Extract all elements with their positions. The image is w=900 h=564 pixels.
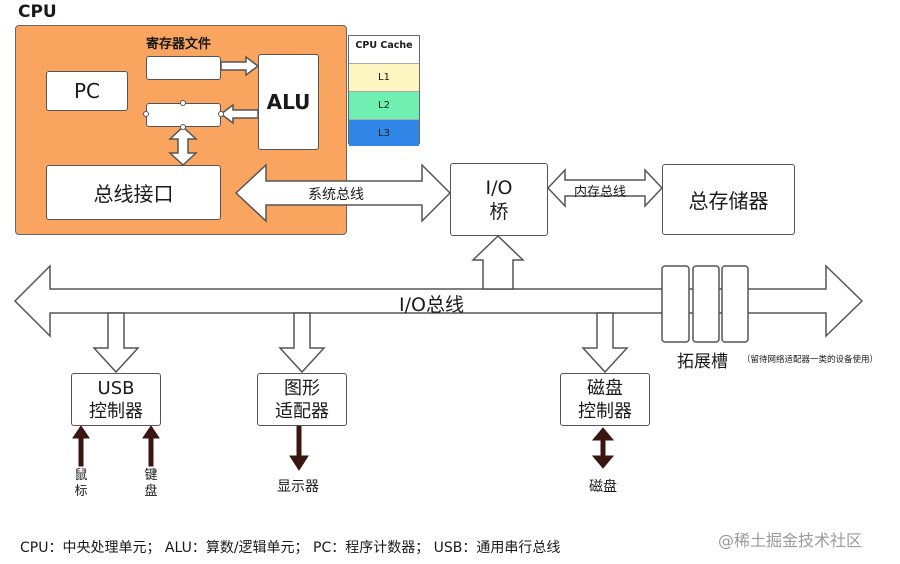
register-dot-right xyxy=(218,111,224,117)
bus-to-disk-arrow xyxy=(581,312,629,374)
cache-l3: L3 xyxy=(349,119,419,146)
reg-to-alu-arrow xyxy=(220,55,260,77)
graphics-adapter-line2: 适配器 xyxy=(275,400,329,422)
bus-to-graphics-arrow xyxy=(278,312,326,374)
expansion-slot-1 xyxy=(661,265,690,343)
io-bridge: I/O 桥 xyxy=(450,163,548,236)
cache-l2: L2 xyxy=(349,91,419,119)
expansion-slot-2 xyxy=(692,265,720,343)
disk-controller-line1: 磁盘 xyxy=(587,377,623,399)
register-file-label: 寄存器文件 xyxy=(146,37,212,52)
usb-controller-line2: 控制器 xyxy=(89,400,143,422)
io-bus-arrow xyxy=(13,264,864,338)
usb-controller: USB 控制器 xyxy=(71,373,161,426)
cache-l2-label: L2 xyxy=(378,100,390,111)
monitor-label: 显示器 xyxy=(277,479,319,495)
main-memory-label: 总存储器 xyxy=(688,189,769,213)
keyboard-label: 键盘 xyxy=(144,468,158,499)
io-bridge-line2: 桥 xyxy=(489,200,509,223)
bus-to-usb-arrow xyxy=(92,312,140,374)
io-bus-label: I/O总线 xyxy=(399,294,464,316)
register-dot-top xyxy=(180,100,186,106)
graphics-adapter-line1: 图形 xyxy=(284,377,320,399)
cache-l3-label: L3 xyxy=(378,127,390,139)
usb-controller-line1: USB xyxy=(97,377,135,399)
reg-bus-interface-arrow xyxy=(168,125,198,167)
memory-bus-label: 内存总线 xyxy=(574,185,627,200)
disk-arrow xyxy=(591,427,615,469)
graphics-adapter: 图形 适配器 xyxy=(257,373,347,426)
pc-register: PC xyxy=(46,71,128,111)
bus-interface: 总线接口 xyxy=(46,165,221,220)
register-dot-bottom xyxy=(180,124,186,130)
cpu-cache: CPU Cache L1 L2 L3 xyxy=(348,35,420,146)
system-bus-label: 系统总线 xyxy=(308,187,364,203)
cache-title: CPU Cache xyxy=(355,40,413,51)
cache-l1: L1 xyxy=(349,63,419,91)
disk-controller: 磁盘 控制器 xyxy=(560,373,650,426)
io-bus-to-bridge-arrow xyxy=(471,234,525,290)
expansion-slot-label: 拓展槽 xyxy=(677,352,728,372)
pc-label: PC xyxy=(73,79,101,103)
keyboard-arrow xyxy=(142,425,160,467)
mouse-arrow xyxy=(72,425,90,467)
watermark: @稀土掘金技术社区 xyxy=(718,531,863,550)
disk-label: 磁盘 xyxy=(589,479,617,495)
legend-text: CPU：中央处理单元； ALU：算数/逻辑单元； PC：程序计数器； USB：通… xyxy=(20,540,561,556)
cache-l1-label: L1 xyxy=(378,72,390,83)
io-bridge-line1: I/O xyxy=(485,176,513,199)
bus-interface-label: 总线接口 xyxy=(93,182,174,206)
main-memory: 总存储器 xyxy=(662,164,795,235)
disk-controller-line2: 控制器 xyxy=(578,400,632,422)
alu-label: ALU xyxy=(266,90,311,114)
mouse-label: 鼠标 xyxy=(74,468,88,499)
expansion-slot-note: （留待网络适配器一类的设备使用） xyxy=(742,355,879,365)
expansion-slot-3 xyxy=(721,265,749,343)
alu-unit: ALU xyxy=(258,54,319,150)
monitor-arrow xyxy=(289,425,309,471)
register-1 xyxy=(146,56,221,80)
register-dot-left xyxy=(143,111,149,117)
alu-to-reg-arrow xyxy=(219,103,259,125)
cpu-title: CPU xyxy=(18,2,57,22)
